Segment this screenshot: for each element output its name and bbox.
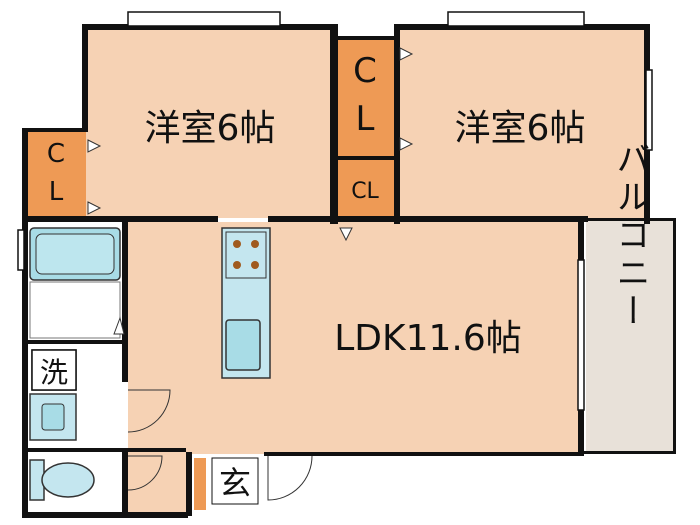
toilet-icon (29, 459, 95, 501)
entrance-label-box: 玄 (211, 457, 259, 505)
bath-floor (29, 281, 121, 339)
door-swings (127, 389, 313, 501)
balcony-label: バルコニー (610, 141, 650, 331)
center-small-closet-label: CL (351, 179, 379, 204)
left-closet-area (26, 130, 86, 218)
entrance-label: 玄 (219, 464, 251, 502)
center-closet-label-c: C (353, 51, 377, 91)
center-closet-small-area (336, 160, 394, 218)
center-closet-label-l: L (356, 99, 375, 139)
bedroom-left-label: 洋室6帖 (145, 108, 276, 149)
sink-icon (225, 319, 261, 371)
washbasin-icon (29, 393, 77, 441)
laundry-label-box: 洗 (31, 349, 77, 391)
door-markers (87, 47, 414, 335)
left-closet-label-l: L (49, 177, 64, 207)
bathtub-icon (29, 227, 121, 281)
left-closet-label-c: C (47, 139, 65, 169)
laundry-label: 洗 (40, 356, 68, 389)
bedroom-right-label: 洋室6帖 (455, 108, 586, 149)
ldk-label: LDK11.6帖 (334, 318, 522, 359)
center-closet-tall-area (336, 40, 394, 156)
bedroom-right-area (398, 28, 646, 218)
stove-icon (225, 231, 267, 279)
balcony-area (586, 220, 674, 452)
bedroom-left-area (86, 28, 332, 218)
windows (17, 11, 653, 411)
entrance-shoe-cabinet (194, 458, 206, 510)
